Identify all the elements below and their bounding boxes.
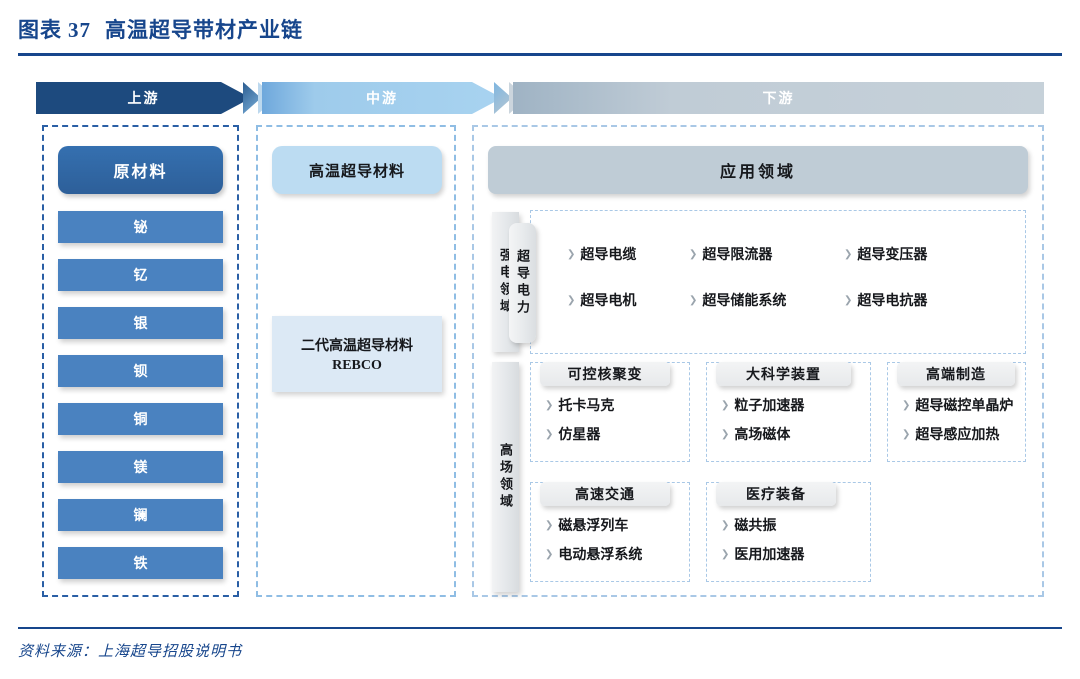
raw-material-label: 原材料: [113, 164, 168, 181]
card-item-list: 超导磁控单晶炉超导感应加热: [902, 395, 1013, 444]
rebco-line2: REBCO: [332, 357, 382, 373]
card-item: 超导磁控单晶炉: [902, 395, 1013, 415]
card-header: 医疗装备: [716, 482, 836, 506]
card-header: 大科学装置: [716, 362, 851, 386]
material-box: 镁: [58, 451, 223, 483]
application-domain-label: 应用领域: [719, 164, 796, 181]
title-divider: [18, 53, 1062, 56]
card-header-label: 高端制造: [926, 368, 986, 383]
card-header: 可控核聚变: [540, 362, 670, 386]
card-item-list: 磁共振医用加速器: [721, 515, 804, 564]
figure-number: 37: [68, 18, 91, 42]
material-box: 镧: [58, 499, 223, 531]
card-header-label: 医疗装备: [746, 488, 806, 503]
strong-power-item: 超导电抗器: [844, 290, 984, 310]
raw-material-box: 原材料: [58, 146, 223, 194]
card-header-label: 大科学装置: [746, 368, 821, 383]
card-item: 仿星器: [545, 424, 614, 444]
card-item: 电动悬浮系统: [545, 544, 642, 564]
value-chain-banner: 上游 中游 下游: [36, 82, 1044, 114]
strong-power-item-grid: 超导电缆超导限流器超导变压器超导电机超导储能系统超导电抗器: [567, 231, 1017, 323]
material-label: 钡: [133, 365, 148, 380]
chevron-downstream: 下游: [513, 82, 1044, 114]
material-label: 铋: [133, 221, 148, 236]
high-field-side-label: 高场领域: [492, 362, 519, 592]
material-box: 钇: [58, 259, 223, 291]
superconducting-power-label: 超导电力: [509, 223, 536, 343]
material-box: 铜: [58, 403, 223, 435]
strong-power-item: 超导变压器: [844, 244, 984, 264]
material-label: 钇: [133, 269, 148, 284]
card-item: 磁共振: [721, 515, 804, 535]
midstream-column: [256, 125, 456, 597]
hts-material-box: 高温超导材料: [272, 146, 442, 194]
card-item: 磁悬浮列车: [545, 515, 642, 535]
card-header: 高速交通: [540, 482, 670, 506]
high-field-side-text: 高场领域: [498, 443, 513, 511]
chevron-upstream-label: 上游: [127, 92, 160, 107]
card-item: 高场磁体: [721, 424, 804, 444]
footer-divider: [18, 627, 1062, 629]
upstream-column: [42, 125, 239, 597]
chevron-downstream-label: 下游: [762, 92, 795, 107]
strong-power-item: 超导电机: [567, 290, 689, 310]
material-label: 铁: [133, 557, 148, 572]
card-item: 医用加速器: [721, 544, 804, 564]
card-item-list: 粒子加速器高场磁体: [721, 395, 804, 444]
chevron-upstream: 上游: [36, 82, 251, 114]
card-medical-equipment: 医疗装备 磁共振医用加速器: [706, 482, 871, 582]
material-box: 铁: [58, 547, 223, 579]
card-item: 粒子加速器: [721, 395, 804, 415]
card-item: 托卡马克: [545, 395, 614, 415]
material-box: 银: [58, 307, 223, 339]
rebco-line1: 二代高温超导材料: [301, 338, 413, 354]
card-header: 高端制造: [897, 362, 1015, 386]
material-label: 铜: [133, 413, 148, 428]
diagram-canvas: 上游 中游 下游 原材料 铋钇银钡铜镁镧铁 高温超导材料 二代高温超导材料 RE…: [0, 62, 1080, 607]
chevron-midstream: 中游: [262, 82, 502, 114]
chevron-midstream-label: 中游: [366, 92, 398, 107]
card-item-list: 托卡马克仿星器: [545, 395, 614, 444]
card-high-end-manufacturing: 高端制造 超导磁控单晶炉超导感应加热: [887, 362, 1026, 462]
source-note: 资料来源：上海超导招股说明书: [18, 644, 243, 660]
card-item: 超导感应加热: [902, 424, 1013, 444]
strong-power-item: 超导电缆: [567, 244, 689, 264]
downstream-column: [472, 125, 1044, 597]
material-box: 钡: [58, 355, 223, 387]
material-label: 镁: [133, 461, 148, 476]
card-controlled-fusion: 可控核聚变 托卡马克仿星器: [530, 362, 690, 462]
strong-power-panel: 超导电力 超导电缆超导限流器超导变压器超导电机超导储能系统超导电抗器: [509, 210, 1026, 354]
card-big-science-facility: 大科学装置 粒子加速器高场磁体: [706, 362, 871, 462]
hts-material-label: 高温超导材料: [308, 163, 405, 180]
card-high-speed-transport: 高速交通 磁悬浮列车电动悬浮系统: [530, 482, 690, 582]
material-label: 银: [133, 317, 148, 332]
strong-power-item: 超导限流器: [689, 244, 844, 264]
material-box: 铋: [58, 211, 223, 243]
superconducting-power-text: 超导电力: [515, 249, 530, 317]
figure-label: 图表: [18, 18, 62, 42]
material-label: 镧: [133, 509, 148, 524]
figure-title: 高温超导带材产业链: [105, 18, 303, 42]
card-header-label: 高速交通: [575, 488, 635, 503]
card-header-label: 可控核聚变: [567, 368, 643, 383]
rebco-material-box: 二代高温超导材料 REBCO: [272, 316, 442, 392]
application-domain-header: 应用领域: [488, 146, 1028, 194]
strong-power-item: 超导储能系统: [689, 290, 844, 310]
card-item-list: 磁悬浮列车电动悬浮系统: [545, 515, 642, 564]
